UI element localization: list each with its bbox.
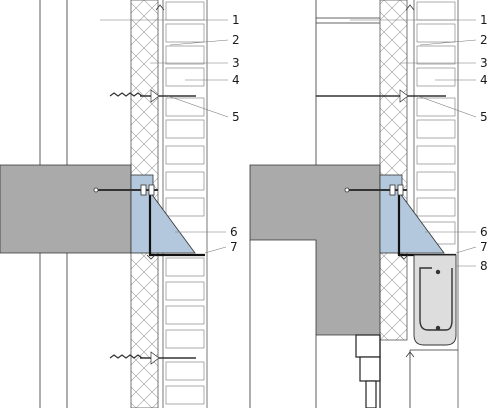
wall-tie-icon xyxy=(109,351,196,365)
callout-1: 1 xyxy=(232,13,240,27)
callout-4: 4 xyxy=(232,73,240,87)
callout-numbers-right: 1 2 3 4 5 6 7 8 xyxy=(480,13,488,273)
callout-6: 6 xyxy=(230,225,238,239)
precast-lintel xyxy=(413,254,457,346)
brick-veneer xyxy=(413,0,459,408)
callout-4: 4 xyxy=(480,73,488,87)
callout-5: 5 xyxy=(480,110,488,124)
wall-tie-icon xyxy=(316,89,446,103)
callout-7: 7 xyxy=(480,240,488,254)
callout-2: 2 xyxy=(480,33,488,47)
callout-numbers-left: 1 2 3 4 5 6 7 xyxy=(230,13,240,254)
weep-arrow-icon xyxy=(146,4,165,260)
callout-1: 1 xyxy=(480,13,488,27)
anchor-bolt-icon xyxy=(344,184,407,196)
callout-8: 8 xyxy=(480,259,488,273)
rebar-hook-icon xyxy=(419,267,453,331)
window-frame-icon xyxy=(355,334,381,408)
anchor-bolt-icon xyxy=(93,184,158,196)
right-detail xyxy=(249,0,459,408)
callout-6: 6 xyxy=(480,225,488,239)
brick-veneer xyxy=(162,0,208,408)
angle-profile xyxy=(148,186,205,257)
callout-2: 2 xyxy=(232,33,240,47)
insulation-layer xyxy=(379,0,408,341)
callout-3: 3 xyxy=(232,56,240,70)
callout-5: 5 xyxy=(232,110,240,124)
callout-7: 7 xyxy=(230,240,238,254)
callout-3: 3 xyxy=(480,56,488,70)
concrete-slab xyxy=(0,164,132,254)
weep-arrow-icon xyxy=(399,4,415,358)
callout-leaders xyxy=(100,19,477,267)
left-detail xyxy=(0,0,208,408)
